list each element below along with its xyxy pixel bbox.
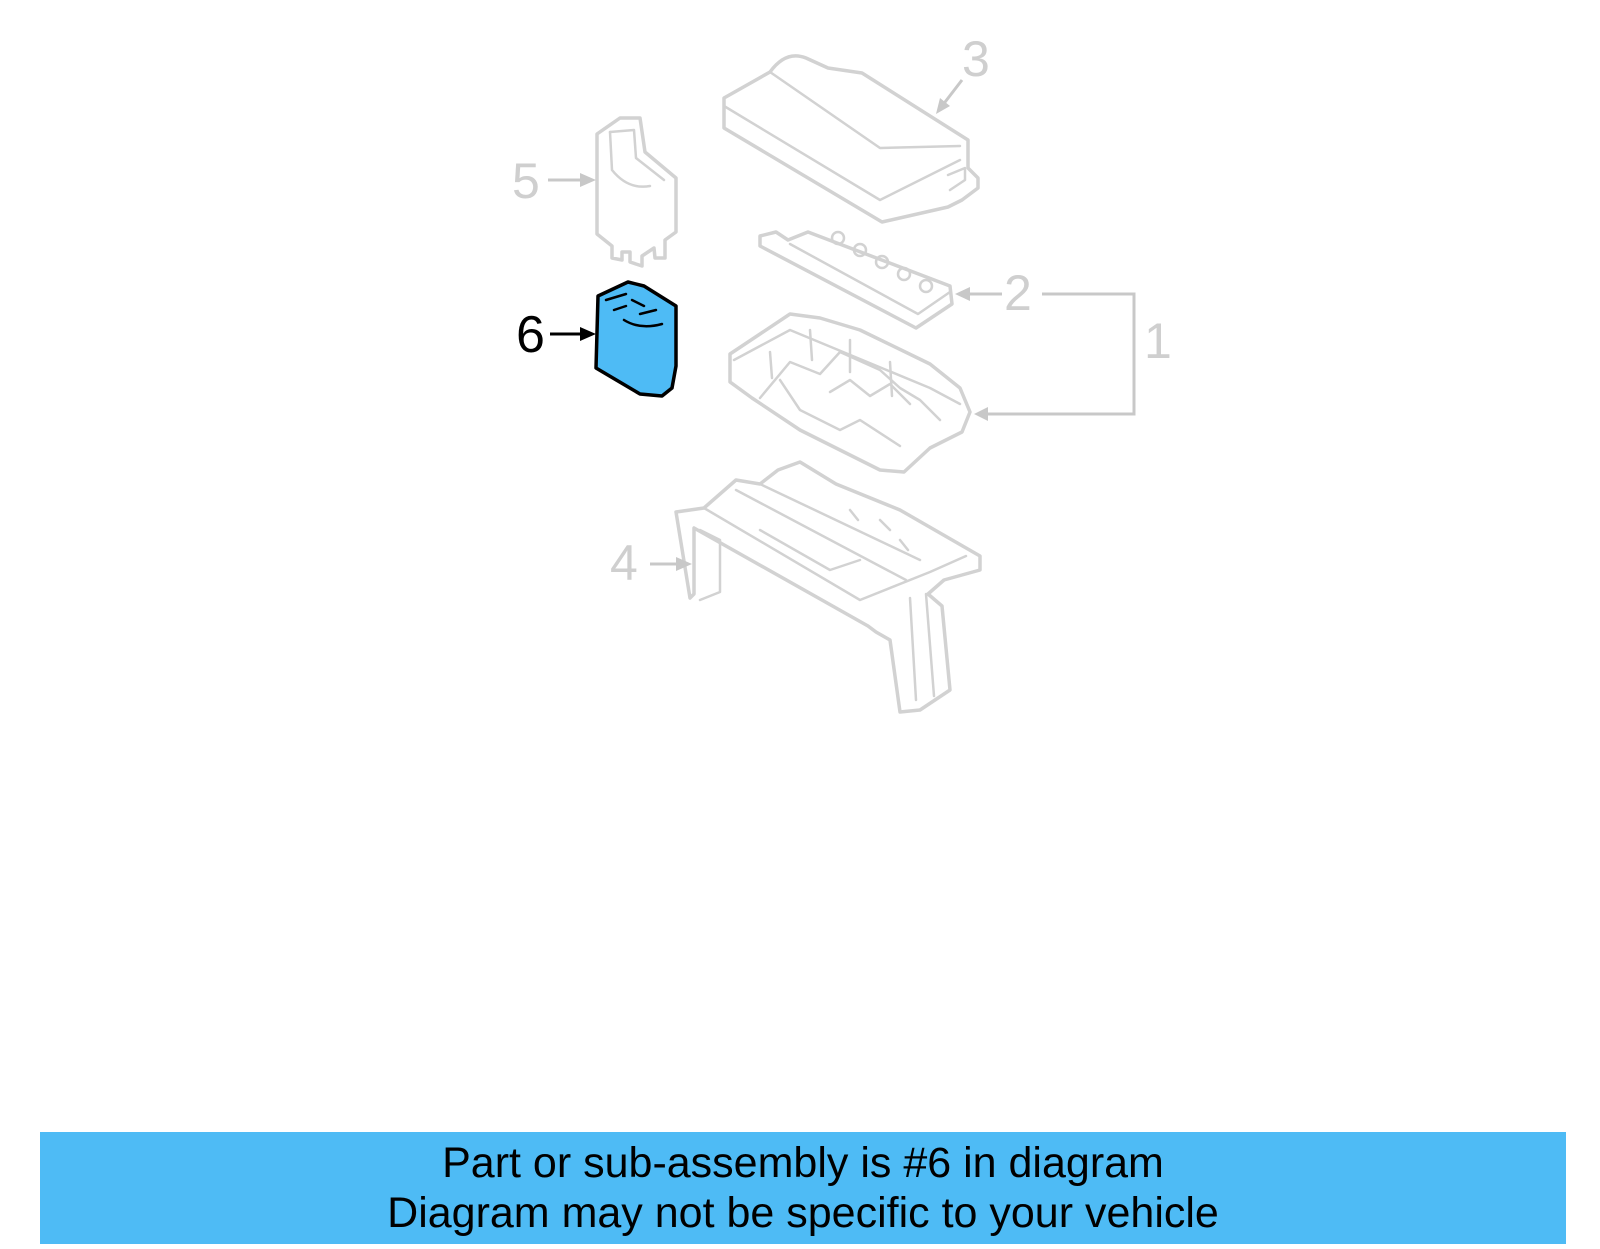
callout-3: 3	[962, 31, 990, 87]
part-5-bracket	[595, 116, 678, 268]
part-6-relay	[594, 280, 678, 398]
banner-line-1: Part or sub-assembly is #6 in diagram	[442, 1139, 1164, 1187]
callout-5: 5	[512, 153, 540, 209]
part-3-cover	[722, 54, 980, 224]
callout-2: 2	[1004, 265, 1032, 321]
part-1-housing	[728, 312, 972, 474]
leader-3	[936, 79, 964, 114]
leader-5	[548, 173, 596, 187]
part-2-terminal-strip	[758, 230, 954, 330]
leader-6	[550, 327, 596, 341]
info-banner: Part or sub-assembly is #6 in diagram Di…	[40, 1132, 1566, 1244]
callout-4: 4	[610, 535, 638, 591]
callout-1: 1	[1144, 313, 1172, 369]
leader-4	[650, 557, 692, 571]
leader-1-bracket	[974, 292, 1136, 421]
part-4-tray	[674, 460, 982, 714]
leader-2	[955, 287, 1002, 301]
banner-line-2: Diagram may not be specific to your vehi…	[387, 1189, 1219, 1237]
callout-6: 6	[516, 306, 545, 364]
